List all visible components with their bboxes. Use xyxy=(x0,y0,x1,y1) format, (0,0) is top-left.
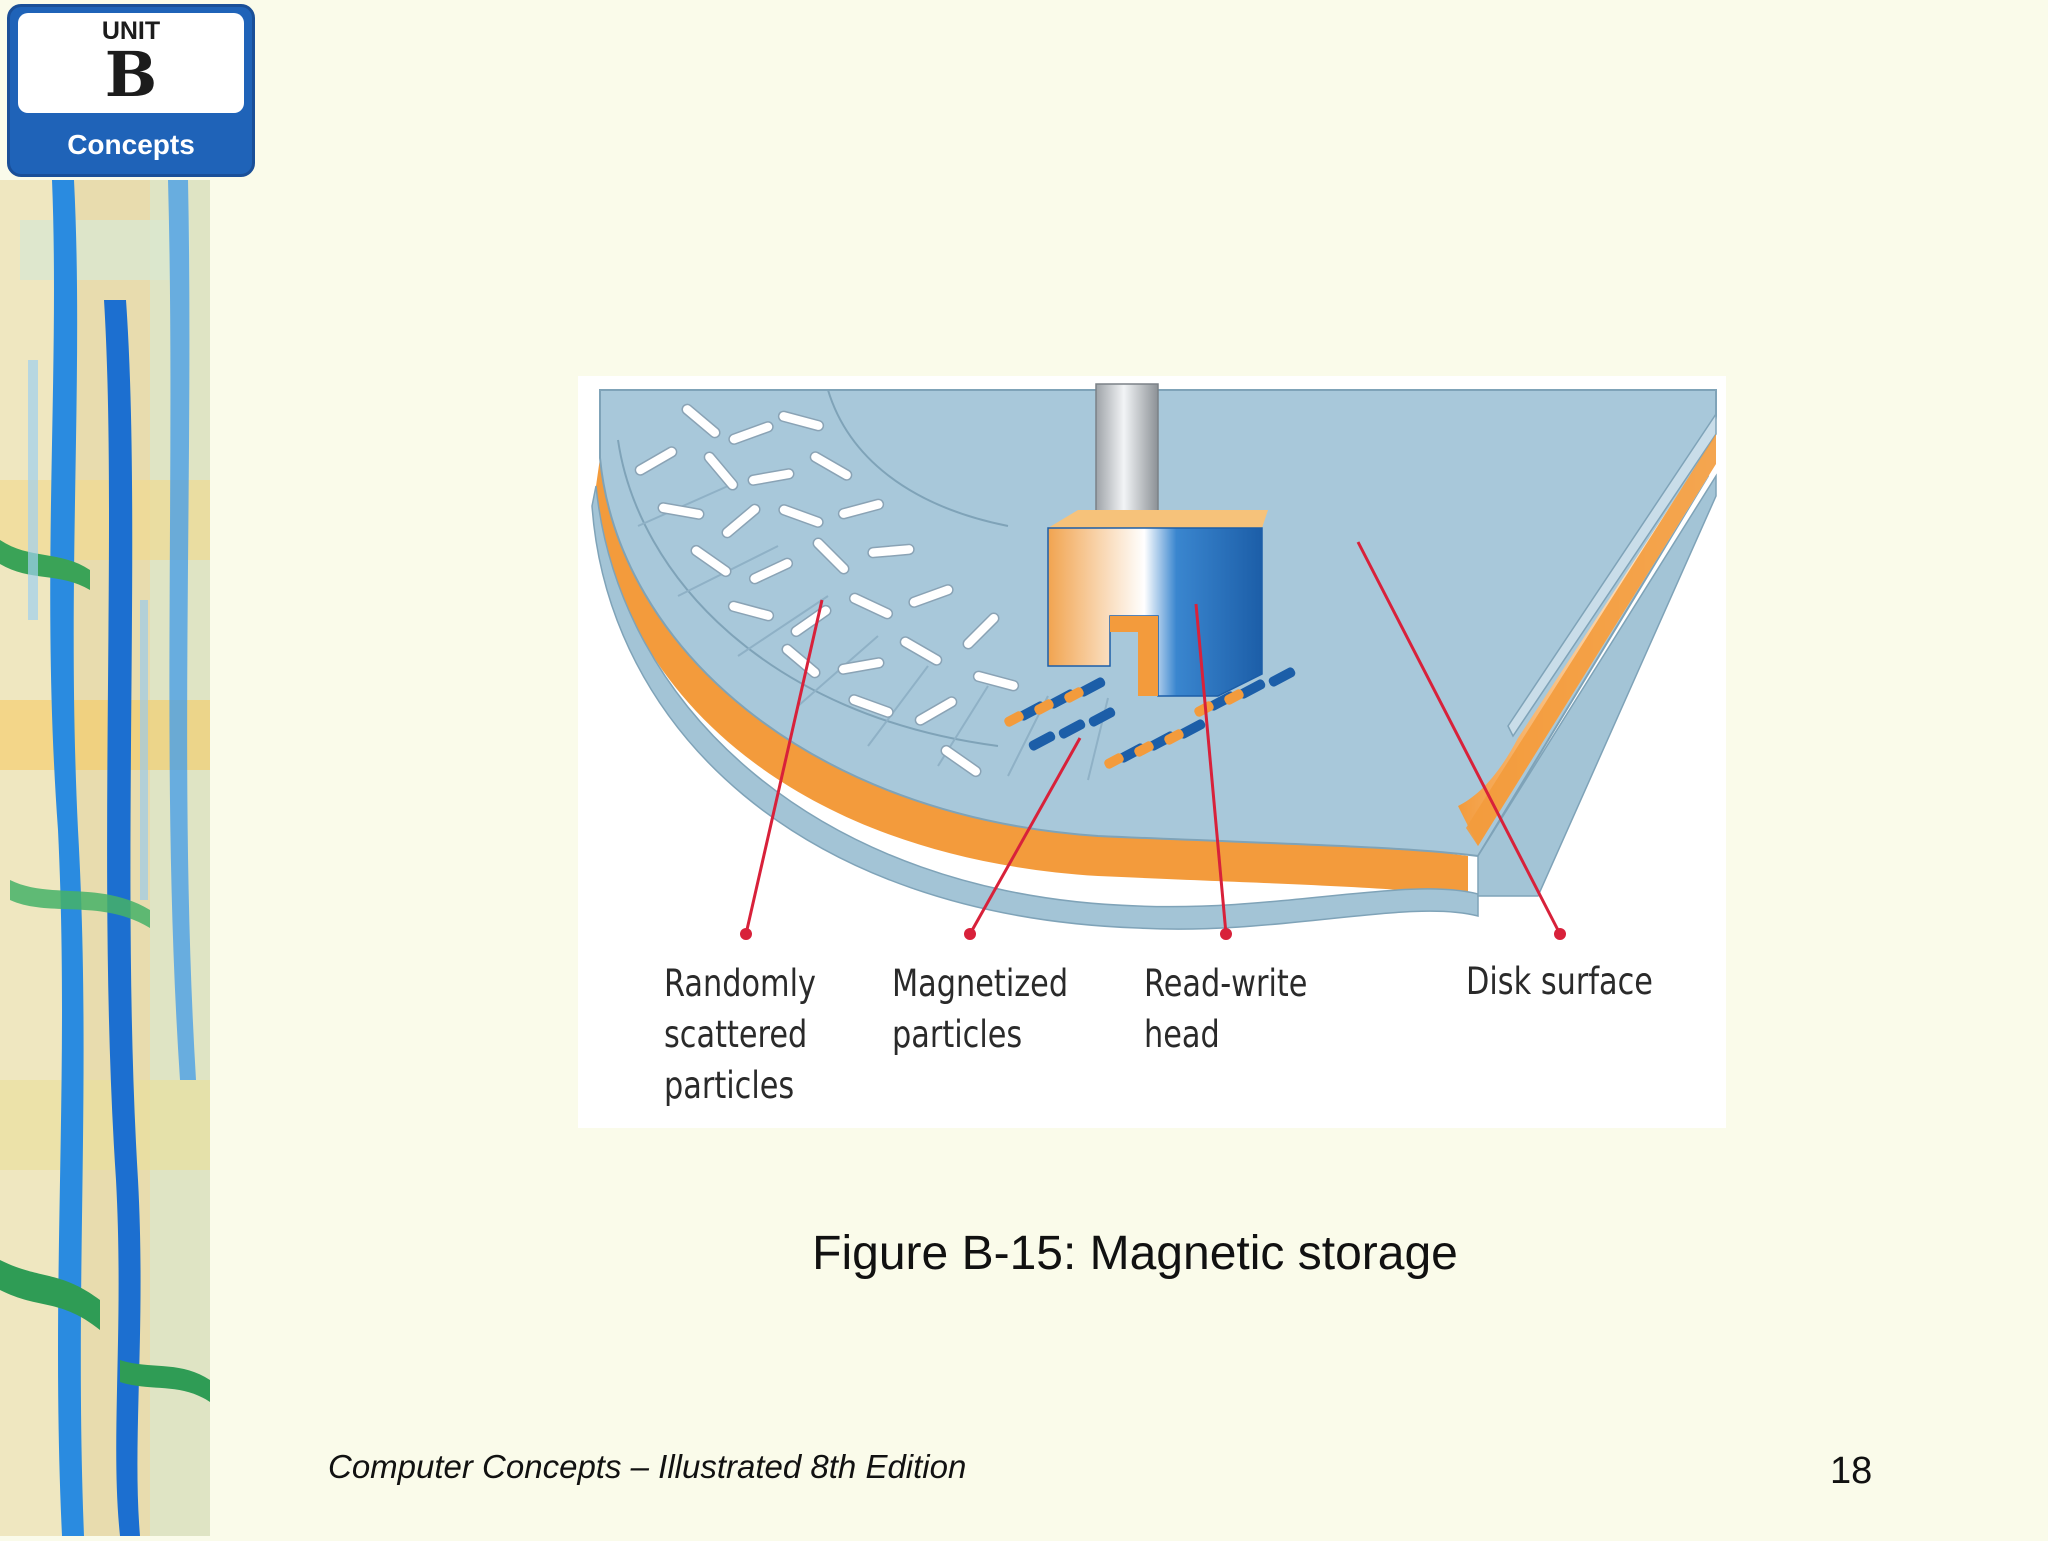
label-disk-surface: Disk surface xyxy=(1466,960,1653,1003)
callout-leader-lines xyxy=(744,541,1562,935)
unit-badge-inner: UNIT B xyxy=(18,13,244,113)
track-inner-arc xyxy=(827,389,1009,527)
side-decorative-strip xyxy=(0,180,210,1536)
callout-leader-dots xyxy=(740,928,1566,940)
disk-ridge-lower xyxy=(1477,473,1717,897)
label-magnetized-particles: Magnetized particles xyxy=(892,962,1069,1056)
disk-orange-layer xyxy=(596,458,1468,896)
magnetic-storage-figure: Randomly scattered particles Magnetized … xyxy=(578,376,1726,1128)
head-slot xyxy=(1110,616,1158,696)
head-top xyxy=(1048,510,1268,528)
disk-bottom-edge xyxy=(591,485,1479,930)
unit-letter: B xyxy=(104,38,158,111)
magnetic-storage-diagram xyxy=(591,383,1717,940)
head-shaft xyxy=(1095,383,1159,525)
label-read-write-head: Read-write head xyxy=(1144,962,1308,1056)
page-number: 18 xyxy=(1830,1450,1873,1492)
unit-name: Concepts xyxy=(67,129,195,160)
magnetized-particles xyxy=(1004,667,1296,769)
label-randomly-scattered-particles: Randomly scattered particles xyxy=(664,962,817,1107)
track-outer-arc xyxy=(617,439,999,747)
footer-book-title: Computer Concepts – Illustrated 8th Edit… xyxy=(328,1448,967,1485)
figure-caption: Figure B-15: Magnetic storage xyxy=(812,1227,1458,1280)
read-write-head xyxy=(1047,383,1268,697)
unit-badge: UNIT B Concepts xyxy=(7,4,255,177)
unit-label: UNIT xyxy=(101,17,161,45)
disk-orange-strip xyxy=(1466,434,1716,846)
randomly-scattered-particles xyxy=(634,403,1020,778)
disk-ridge-upper xyxy=(1507,411,1717,738)
